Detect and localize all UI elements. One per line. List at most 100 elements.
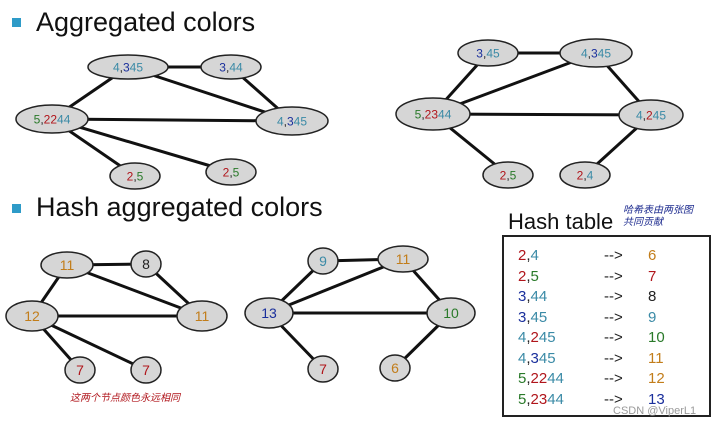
graph1-node-label: 4,345 <box>277 114 307 128</box>
hash-key: 3,44 <box>518 288 548 305</box>
hash-value: 6 <box>648 247 657 264</box>
graph2-node-label: 5,2344 <box>415 107 452 121</box>
hash-arrow: --> <box>604 329 623 346</box>
graph3-node-label: 8 <box>142 256 150 272</box>
graph2-group: 3,45 4,345 5,2344 4,245 2,5 2,4 <box>395 38 684 189</box>
graph4-node <box>244 297 294 329</box>
graph4-group: 9 11 13 10 7 6 <box>244 245 476 383</box>
hash-key: 2,4 <box>518 247 539 264</box>
graph4-node-label: 11 <box>396 251 411 267</box>
graph2-node-label: 2,4 <box>577 168 594 182</box>
graph1-node-label: 4,345 <box>113 60 143 74</box>
heading-aggregated-colors: Aggregated colors <box>36 7 256 37</box>
graph1-node-label: 2,5 <box>223 165 240 179</box>
graph1-node <box>15 104 89 134</box>
hash-arrow: --> <box>604 370 623 387</box>
hash-key: 4,245 <box>518 329 556 346</box>
hash-key: 4,345 <box>518 349 556 367</box>
hash-key: 5,2344 <box>518 390 564 408</box>
graph1-node-label: 2,5 <box>127 169 144 183</box>
graph3-node-label: 11 <box>60 257 75 273</box>
graph4-node <box>377 245 429 273</box>
graph1-node <box>109 162 161 190</box>
graph3-node <box>176 300 228 332</box>
hash-table: 2,4 --> 6 2,5 --> 7 3,44 --> 8 3,45 --> 9 4,245 --> 10… <box>502 235 711 417</box>
hash-table-title: Hash table <box>508 209 614 234</box>
hash-key: 5,2244 <box>518 370 564 387</box>
graph1-node <box>255 106 329 136</box>
hash-value: 8 <box>648 288 657 305</box>
graph3-node <box>64 356 96 384</box>
hash-arrow: --> <box>604 390 623 408</box>
graph4-node-label: 13 <box>261 305 277 321</box>
hash-value: 7 <box>648 267 657 285</box>
graph4-node <box>307 355 339 383</box>
graph3-node-label: 7 <box>76 362 84 378</box>
graph4-node <box>307 247 339 275</box>
graph3-node-label: 11 <box>195 308 210 324</box>
graph1-node-label: 5,2244 <box>34 112 71 126</box>
hash-key: 2,5 <box>518 267 539 285</box>
hash-value: 11 <box>648 349 664 367</box>
graph4-node-label: 9 <box>319 253 327 269</box>
graph2-node <box>395 97 471 131</box>
hash-table-row: 2,4 --> 6 <box>518 247 708 267</box>
hash-table-note-line1: 哈希表由两张图 <box>623 205 693 216</box>
same-color-note: 这两个节点颜色永远相同 <box>70 393 180 404</box>
hash-table-note: 哈希表由两张图 共同贡献 <box>623 205 693 229</box>
hash-arrow: --> <box>604 267 623 285</box>
hash-key: 3,45 <box>518 308 548 326</box>
hash-value: 12 <box>648 370 665 387</box>
hash-arrow: --> <box>604 349 623 367</box>
hash-arrow: --> <box>604 308 623 326</box>
bullet-aggregated <box>12 18 21 27</box>
hash-table-row: 2,5 --> 7 <box>518 268 708 288</box>
graph3-node <box>40 251 94 279</box>
hash-value: 10 <box>648 329 665 346</box>
hash-arrow: --> <box>604 247 623 264</box>
graph4-edge <box>268 257 404 315</box>
hash-table-row: 5,2244 --> 12 <box>518 370 708 390</box>
graph3-node <box>130 250 162 278</box>
graph1-node <box>87 54 169 80</box>
hash-table-row: 5,2344 --> 13 <box>518 391 708 411</box>
graph2-node <box>618 99 684 131</box>
graph3-node-label: 7 <box>142 362 150 378</box>
graph2-node <box>457 39 519 67</box>
graph1-edge <box>51 117 293 123</box>
graph1-node <box>205 158 257 186</box>
graph2-node <box>482 161 534 189</box>
graph3-node <box>130 356 162 384</box>
heading-hash-aggregated-colors: Hash aggregated colors <box>36 192 323 222</box>
hash-table-row: 4,345 --> 11 <box>518 350 708 370</box>
hash-value: 9 <box>648 308 657 326</box>
graph3-node <box>5 300 59 332</box>
graph3-edge <box>66 263 203 318</box>
graph1-node <box>200 54 262 80</box>
hash-table-row: 3,45 --> 9 <box>518 309 708 329</box>
hash-table-note-line2: 共同贡献 <box>623 217 663 228</box>
graph2-node <box>559 38 633 68</box>
bullet-hash-aggregated <box>12 204 21 213</box>
hash-table-row: 4,245 --> 10 <box>518 329 708 349</box>
graph2-node-label: 4,245 <box>636 108 666 122</box>
hash-table-row: 3,44 --> 8 <box>518 288 708 308</box>
graph4-node-label: 6 <box>391 360 399 376</box>
graph4-node-label: 7 <box>319 361 327 377</box>
graph1-edge <box>51 117 232 174</box>
graph2-node-label: 3,45 <box>476 46 500 60</box>
graph3-group: 11 8 12 11 7 7 <box>5 250 228 384</box>
graph1-node-label: 3,44 <box>219 60 243 74</box>
graph3-node-label: 12 <box>24 308 40 324</box>
graph4-node <box>426 297 476 329</box>
watermark: CSDN @ViperL1 <box>613 405 697 417</box>
graph2-node-label: 4,345 <box>581 46 611 60</box>
graph4-node-label: 10 <box>443 305 459 321</box>
hash-value: 13 <box>648 390 665 408</box>
graph4-node <box>379 354 411 382</box>
graph2-node-label: 2,5 <box>500 168 517 182</box>
graph2-node <box>559 161 611 189</box>
hash-arrow: --> <box>604 288 623 305</box>
graph1-group: 4,345 3,44 5,2244 4,345 2,5 2,5 <box>15 54 329 190</box>
